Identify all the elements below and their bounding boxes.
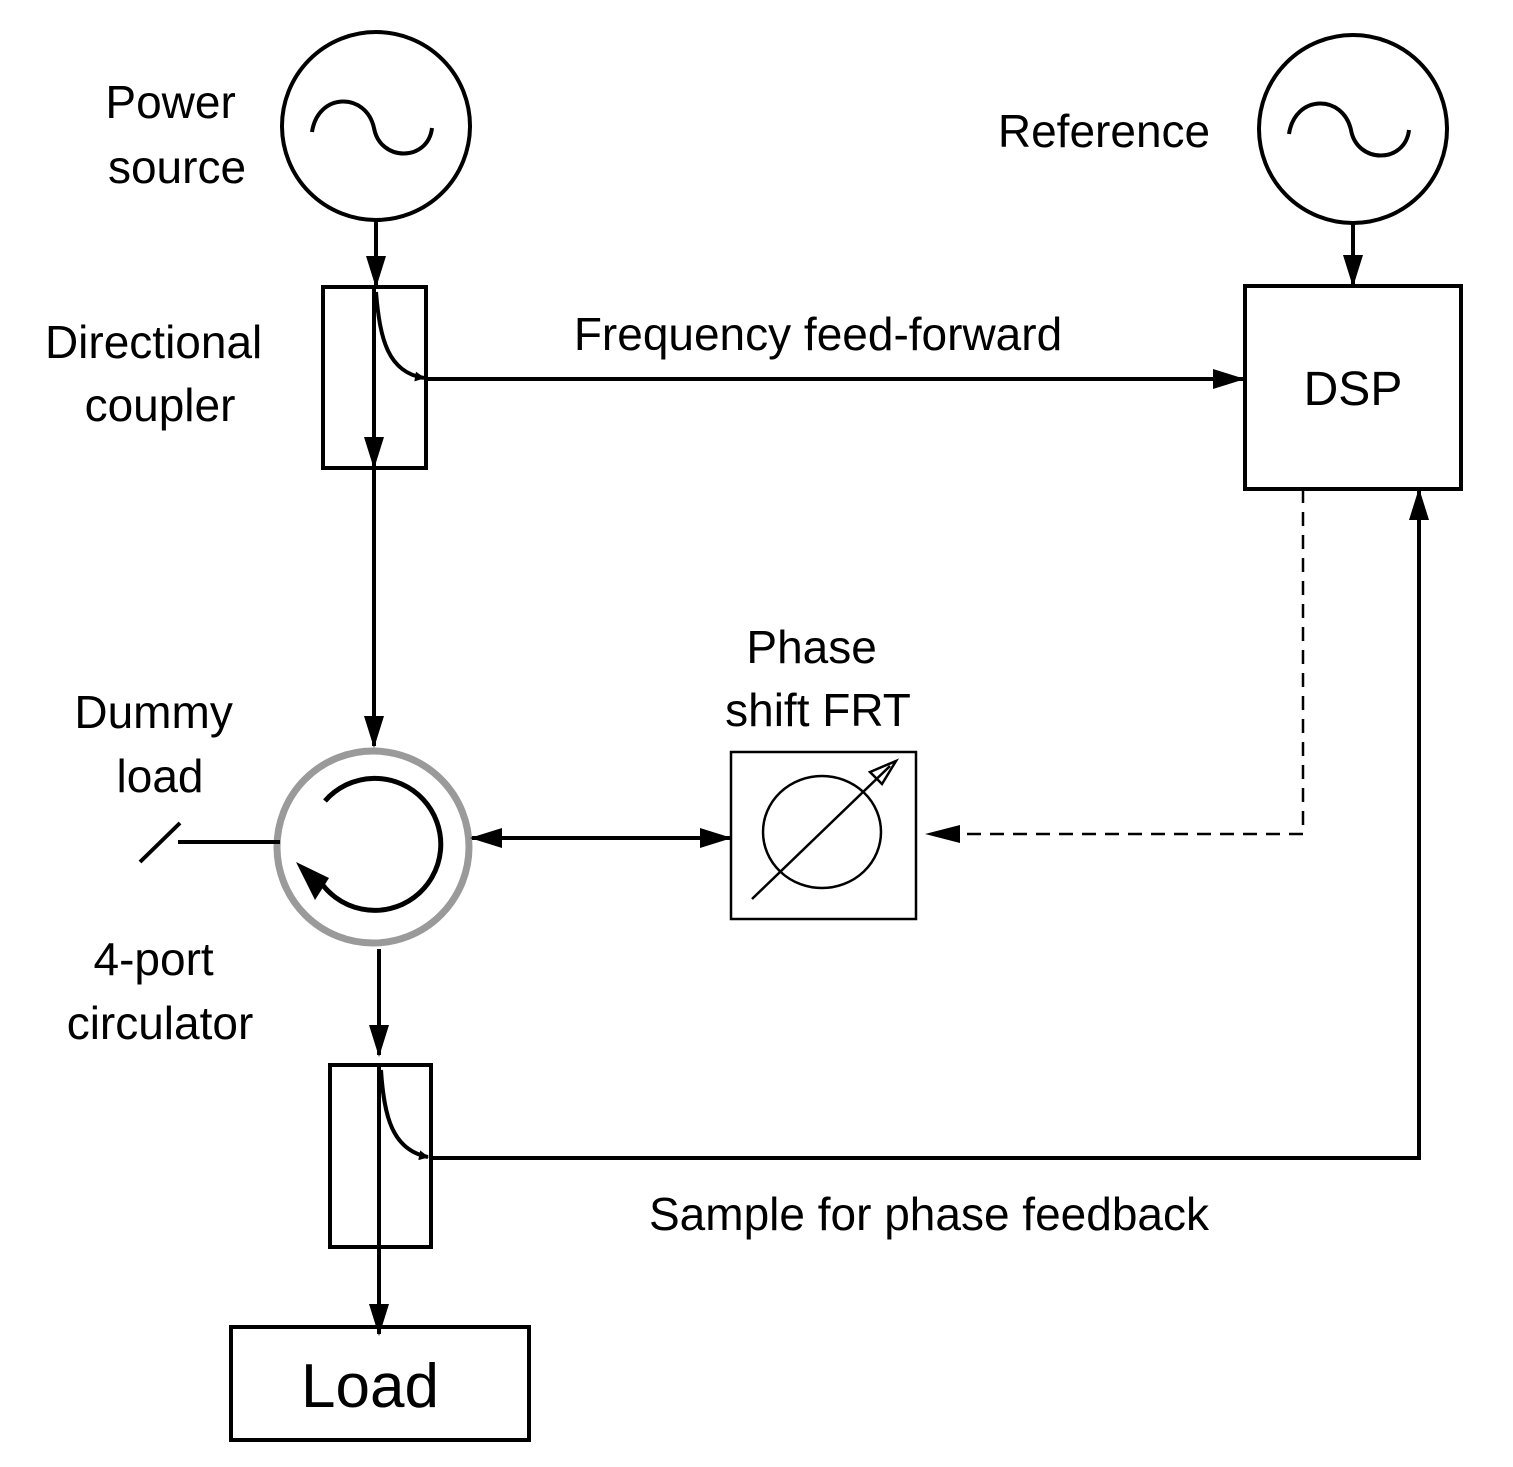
svg-text:4-port circulator: 4-port circulator — [67, 933, 254, 1049]
dummy-load-label-line2: load — [117, 750, 204, 802]
sampling-coupler-branch — [379, 1069, 429, 1161]
load-block — [229, 1325, 531, 1442]
four-port-circulator — [273, 747, 473, 947]
reference-label: Reference — [998, 105, 1210, 157]
phase-shifter-circle — [761, 774, 883, 890]
power-source-label-line2: source — [108, 141, 246, 193]
directional-coupler — [321, 285, 428, 470]
dsp-label: DSP — [1304, 363, 1403, 416]
directional-coupler-label-line1: Directional — [45, 316, 262, 368]
sampling-coupler — [328, 1063, 433, 1249]
dsp-control-arrowhead — [925, 825, 960, 843]
dsp-control-dashed-line — [958, 489, 1305, 836]
svg-text:Phase shift FRT: Phase shift FRT — [725, 621, 911, 736]
phase-shifter-box — [729, 750, 918, 921]
dummy-load-symbol — [138, 821, 182, 864]
circulator-label-line1: 4-port — [94, 933, 214, 985]
svg-text:Power source: Power source — [105, 76, 248, 193]
sine-wave-icon — [1287, 101, 1411, 158]
load-label: Load — [301, 1352, 439, 1421]
phase-shifter-arrowhead — [867, 758, 900, 787]
sample-feedback-label: Sample for phase feedback — [649, 1188, 1210, 1240]
dsp-block — [1243, 284, 1463, 491]
phase-shifter-frt — [729, 750, 918, 921]
phase-shift-label-line2: shift FRT — [725, 684, 911, 736]
power-source — [280, 30, 472, 222]
phase-feedback-line — [431, 488, 1429, 1160]
circulator-label-line2: circulator — [67, 997, 254, 1049]
power-source-label-line1: Power — [105, 76, 235, 128]
power-source-circle — [280, 30, 472, 222]
phase-shift-label-line1: Phase — [746, 621, 876, 673]
svg-text:Directional coupler: Directional coupler — [45, 316, 275, 431]
svg-text:Dummy load: Dummy load — [74, 686, 245, 802]
coupler-branch — [374, 291, 425, 382]
dummy-load-label-line1: Dummy — [74, 686, 232, 738]
feed-forward-label: Frequency feed-forward — [574, 308, 1062, 360]
circulation-arrowhead — [296, 862, 329, 900]
reference-circle — [1257, 33, 1449, 225]
circulator-ring — [273, 747, 473, 947]
sine-wave-icon — [310, 99, 434, 156]
reference-source — [1257, 33, 1449, 225]
directional-coupler-label-line2: coupler — [85, 379, 236, 431]
circulation-arrow-icon — [315, 775, 444, 913]
phase-shifter-arrow-icon — [751, 765, 891, 900]
